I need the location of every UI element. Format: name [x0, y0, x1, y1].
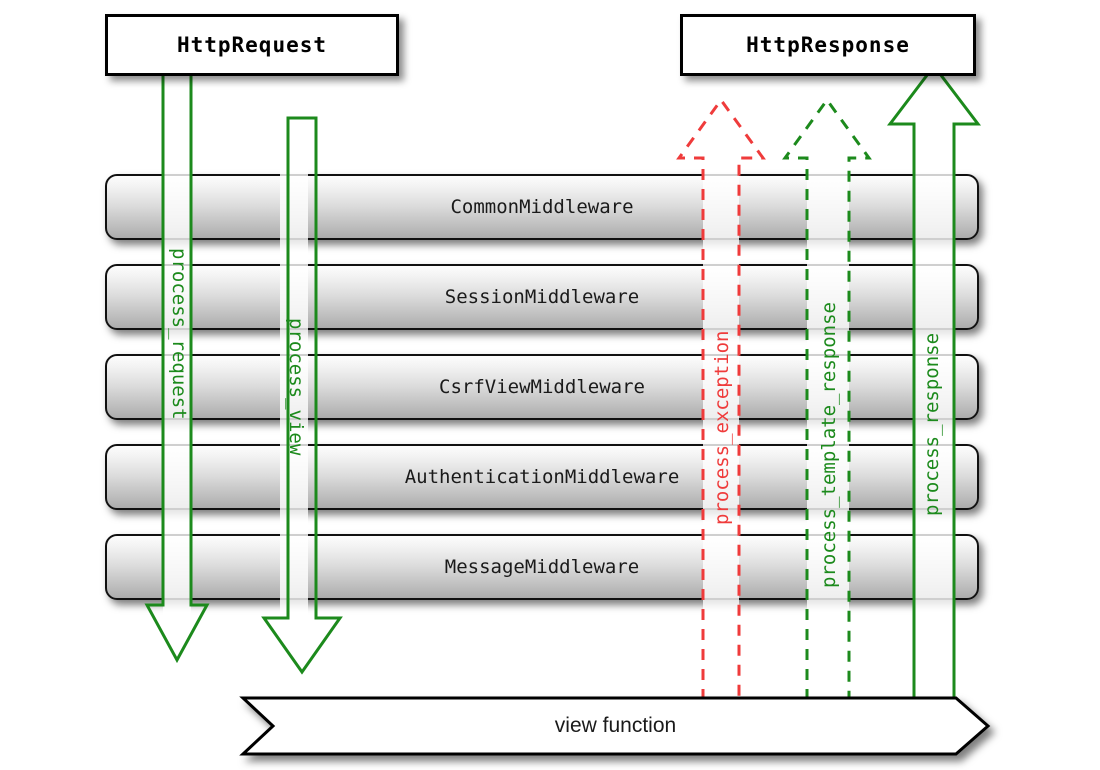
middleware-label: AuthenticationMiddleware — [404, 466, 680, 488]
arrow-label-process-request: process_request — [168, 248, 190, 420]
arrow-label-process-response: process_response — [921, 332, 943, 516]
http-response-box: HttpResponse — [680, 14, 976, 76]
http-request-label: HttpRequest — [176, 33, 328, 57]
middleware-label: SessionMiddleware — [444, 286, 640, 308]
arrow-label-process-exception: process_exception — [711, 330, 733, 525]
middleware-bar-commonmiddleware: CommonMiddleware — [105, 174, 979, 240]
arrow-label-process-view: process_view — [285, 318, 307, 456]
view-function-ribbon: view function — [239, 696, 991, 756]
http-request-box: HttpRequest — [105, 14, 399, 76]
view-function-label: view function — [554, 714, 677, 737]
http-response-label: HttpResponse — [746, 33, 910, 57]
arrow-label-process-template-response: process_template_response — [818, 302, 840, 588]
arrow-process-exception[interactable] — [676, 97, 766, 700]
middleware-bar-messagemiddleware: MessageMiddleware — [105, 534, 979, 600]
middleware-label: MessageMiddleware — [444, 556, 640, 578]
middleware-bar-csrfviewmiddleware: CsrfViewMiddleware — [105, 354, 979, 420]
arrow-process-request[interactable] — [144, 70, 210, 664]
view-function-shape — [239, 696, 991, 756]
arrow-process-view[interactable] — [261, 116, 343, 675]
middleware-label: CommonMiddleware — [450, 196, 634, 218]
middleware-label: CsrfViewMiddleware — [439, 376, 645, 398]
arrow-process-template-response[interactable] — [782, 97, 872, 700]
